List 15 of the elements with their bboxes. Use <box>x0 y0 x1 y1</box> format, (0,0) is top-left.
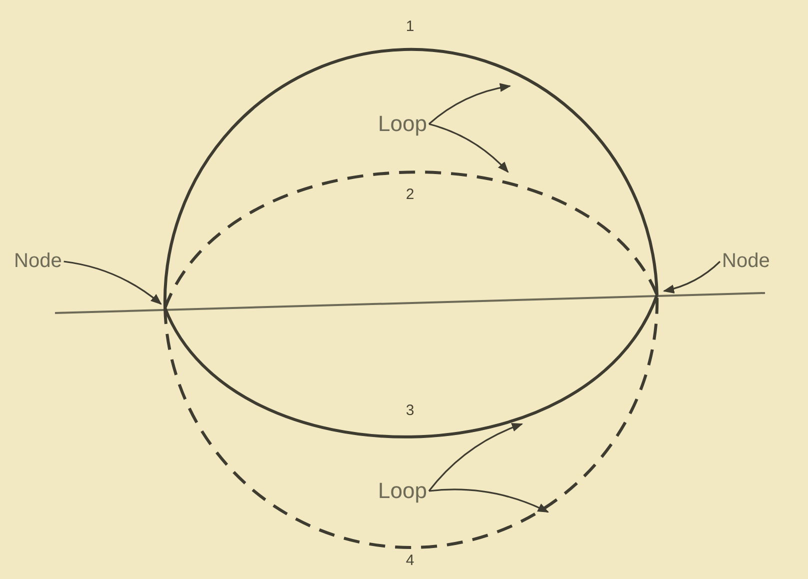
wave-curve <box>164 48 658 308</box>
leader-arrow <box>428 423 524 492</box>
leader-arrow <box>662 260 721 294</box>
node-label: Loop <box>378 111 427 137</box>
leader-arrow <box>428 488 549 513</box>
curve-number: 4 <box>406 552 414 569</box>
leader-arrow <box>64 260 162 305</box>
node-label: Loop <box>378 478 427 504</box>
leader-arrow <box>428 123 509 173</box>
curve-number: 2 <box>406 186 414 203</box>
curve-number: 3 <box>406 402 414 419</box>
node-label: Node <box>722 250 770 273</box>
node-label: Node <box>14 250 62 273</box>
curve-number: 1 <box>406 18 414 35</box>
leader-arrow <box>428 83 512 125</box>
